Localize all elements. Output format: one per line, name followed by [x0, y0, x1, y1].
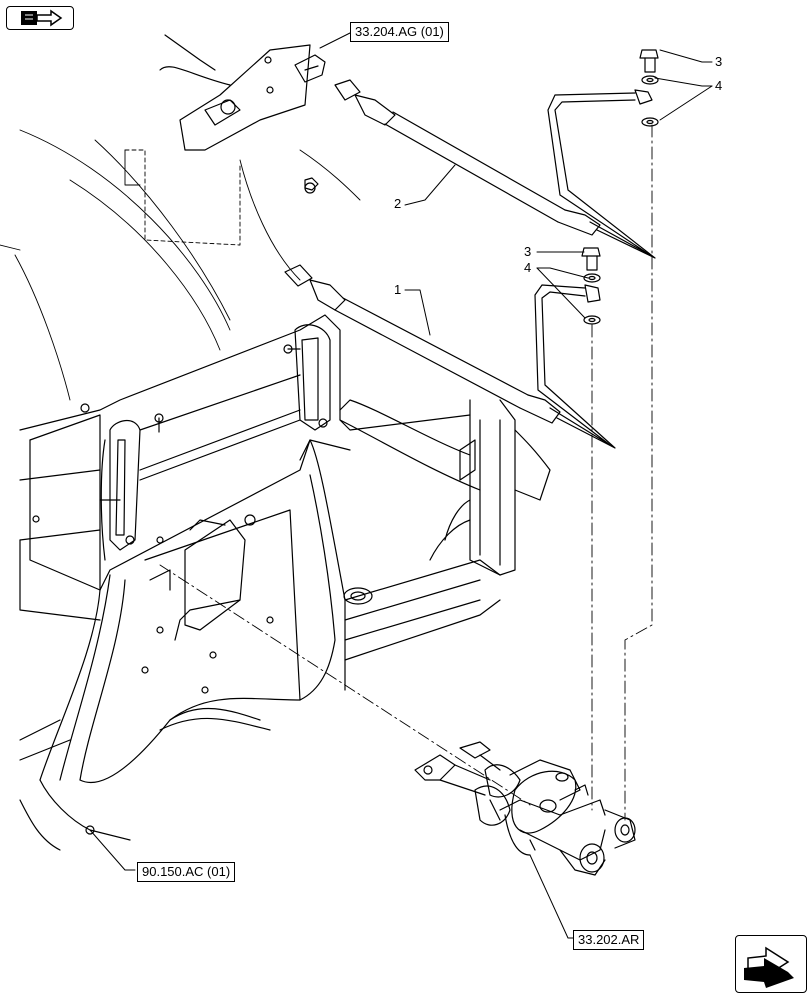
callout-washers-lower: 4: [524, 260, 532, 275]
reference-top[interactable]: 33.204.AG (01): [350, 22, 449, 42]
callout-washers-upper: 4: [715, 78, 723, 93]
upper-bolt-washers: [639, 49, 659, 127]
leader-lines: [89, 31, 713, 939]
brake-pipe-1: [284, 264, 616, 449]
callout-bolt-upper: 3: [715, 54, 723, 69]
next-page-arrow-icon: [744, 946, 794, 988]
book-arrow-icon-box[interactable]: [6, 6, 74, 30]
next-page-arrow-icon-box[interactable]: [735, 935, 807, 993]
master-cylinder-assembly: [414, 741, 636, 876]
small-nut: [304, 177, 319, 191]
reference-left[interactable]: 90.150.AC (01): [137, 862, 236, 882]
book-arrow-icon: [21, 9, 63, 27]
callout-pipe-1: 1: [394, 282, 402, 297]
lower-bolt-washers: [581, 247, 601, 325]
front-frame: [19, 314, 551, 851]
reference-bottom[interactable]: 33.202.AR: [573, 930, 645, 950]
cab-fender-outline: [0, 129, 361, 401]
callout-bolt-lower: 3: [524, 244, 532, 259]
brake-pipe-2: [334, 79, 656, 259]
callout-pipe-2: 2: [394, 196, 402, 211]
